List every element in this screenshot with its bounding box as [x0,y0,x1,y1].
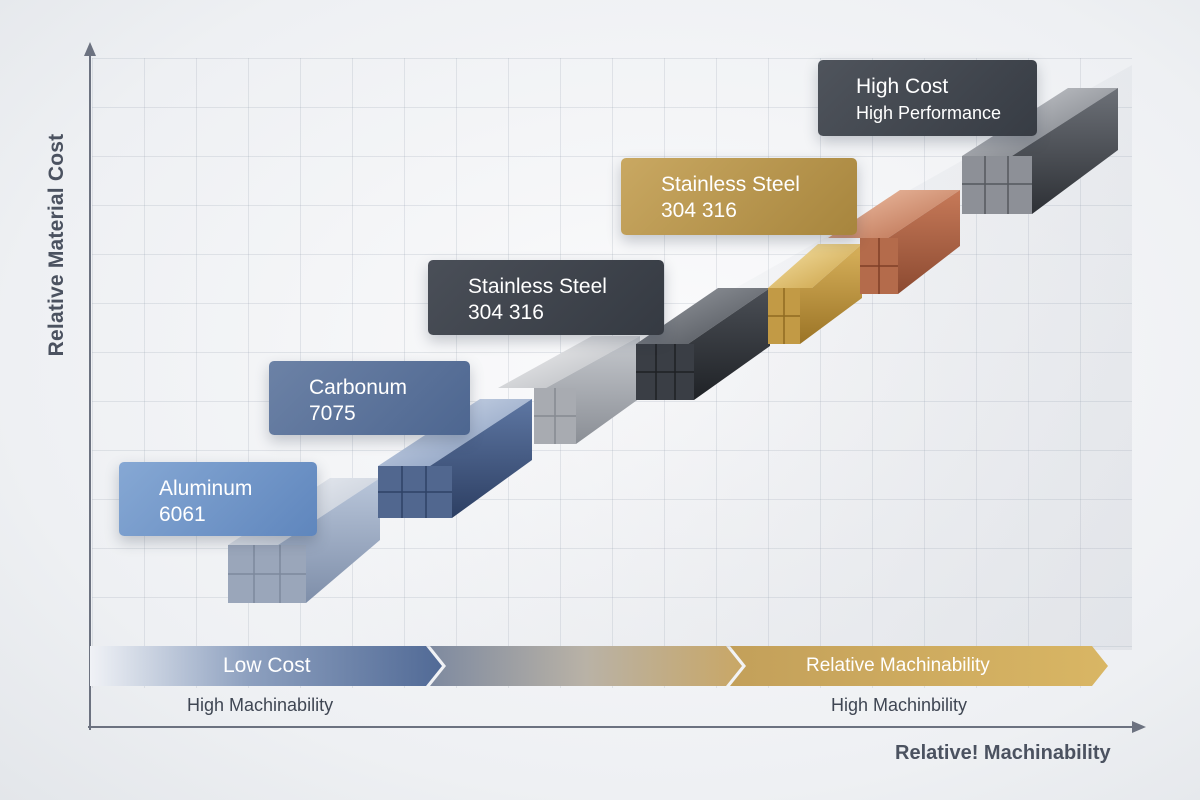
label-carbonum-grade: 7075 [309,402,356,425]
label-stainless-gold-name: Stainless Steel [661,173,800,196]
label-stainless-dark-name: Stainless Steel [468,275,607,298]
band-low-cost: Low Cost [223,654,311,677]
label-aluminum: Aluminum 6061 [119,462,317,536]
label-high-cost: High Cost High Performance [818,60,1037,136]
label-stainless-dark-grade: 304 316 [468,301,544,324]
carbonum-bars [378,399,532,518]
gold-bars [768,244,862,344]
label-carbonum: Carbonum 7075 [269,361,470,435]
label-high-cost-title: High Cost [856,75,949,98]
label-aluminum-name: Aluminum [159,477,253,500]
band-relative-machinability: Relative Machinability [806,655,990,676]
steel-bars [498,336,640,444]
label-high-cost-subtitle: High Performance [856,103,1002,123]
machinability-band [90,646,1108,686]
high-cost-bars [962,88,1118,214]
label-stainless-gold-grade: 304 316 [661,199,737,222]
label-carbonum-name: Carbonum [309,376,408,399]
label-aluminum-grade: 6061 [159,503,206,526]
under-right-label: High Machinbility [831,695,968,715]
x-axis-title: Relative! Machinability [895,742,1111,764]
label-stainless-gold: Stainless Steel 304 316 [621,158,857,235]
dark-steel-bars [636,288,770,400]
under-left-label: High Machinability [187,695,334,715]
label-stainless-dark: Stainless Steel 304 316 [428,260,664,335]
copper-bars [828,190,960,294]
